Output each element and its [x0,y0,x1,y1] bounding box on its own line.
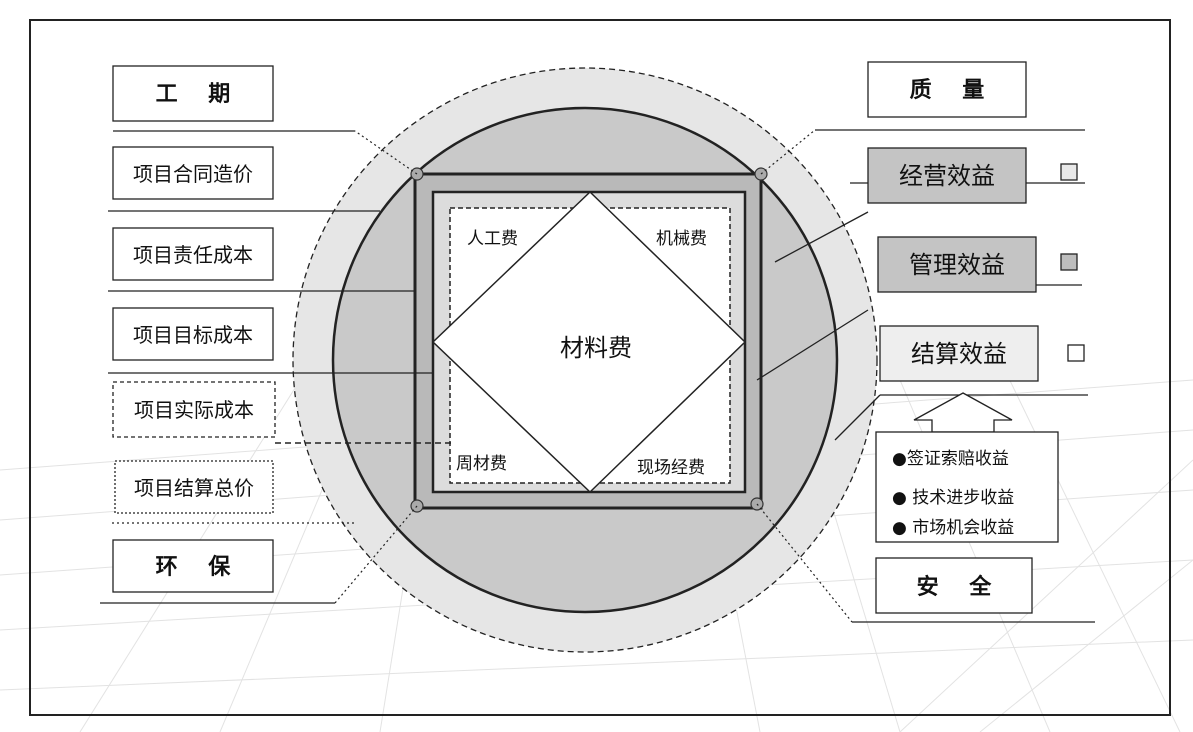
safety-box [875,557,1033,614]
settlement-benefit-box [879,325,1039,382]
benefit-item: ● 市场机会收益 [892,518,1014,538]
corner-knobs [410,167,768,513]
material-cost-label: 材料费 [560,334,632,362]
actual-cost-label: 项目实际成本 [134,398,254,422]
operating-benefit-box [867,147,1027,204]
management-benefit-box [877,236,1037,293]
environment-box [112,539,274,593]
machinery-cost-label: 机械费 [656,229,707,249]
operating-benefit-label: 经营效益 [899,162,995,190]
benefit-item: ● 技术进步收益 [892,488,1014,508]
target-cost-label: 项目目标成本 [133,323,253,347]
center-labels: 人工费 机械费 材料费 周材费 现场经费 [456,229,707,478]
settlement-total-box [114,460,274,514]
turnover-material-cost-label: 周材费 [456,454,507,474]
quality-box [867,61,1027,118]
site-expense-label: 现场经费 [637,458,705,478]
schedule-label: 工 期 [156,82,231,107]
up-arrow-icon [913,392,1013,433]
contract-price-label: 项目合同造价 [133,162,253,186]
schedule-box [112,65,274,122]
settlement-benefit-label: 结算效益 [911,340,1007,368]
target-cost-box [112,307,274,361]
labour-cost-label: 人工费 [467,229,518,249]
operating-benefit-checkbox[interactable] [1060,163,1078,181]
left-labels: 工 期 项目合同造价 项目责任成本 项目目标成本 项目实际成本 项目结算总价 环… [112,65,276,593]
benefit-item: ●签证索赔收益 [892,449,1009,469]
left-leader-lines [100,130,433,604]
material-diamond [431,190,747,494]
responsibility-cost-label: 项目责任成本 [133,243,253,267]
settlement-total-label: 项目结算总价 [134,476,254,500]
contract-price-box [112,146,274,200]
quality-label: 质 量 [910,78,985,103]
responsibility-cost-box [112,227,274,281]
management-benefit-checkbox[interactable] [1060,253,1078,271]
benefit-items-box [875,431,1059,543]
right-labels: 质 量 经营效益 管理效益 结算效益 ●签证索赔收益 ● 技术进步收益 ● 市场… [867,61,1085,614]
safety-label: 安 全 [917,574,993,600]
management-benefit-label: 管理效益 [909,251,1005,279]
dotted-connectors [112,129,853,623]
environment-label: 环 保 [156,555,232,580]
actual-cost-box [112,381,276,438]
settlement-benefit-checkbox[interactable] [1067,344,1085,362]
outer-frame [29,19,1171,716]
